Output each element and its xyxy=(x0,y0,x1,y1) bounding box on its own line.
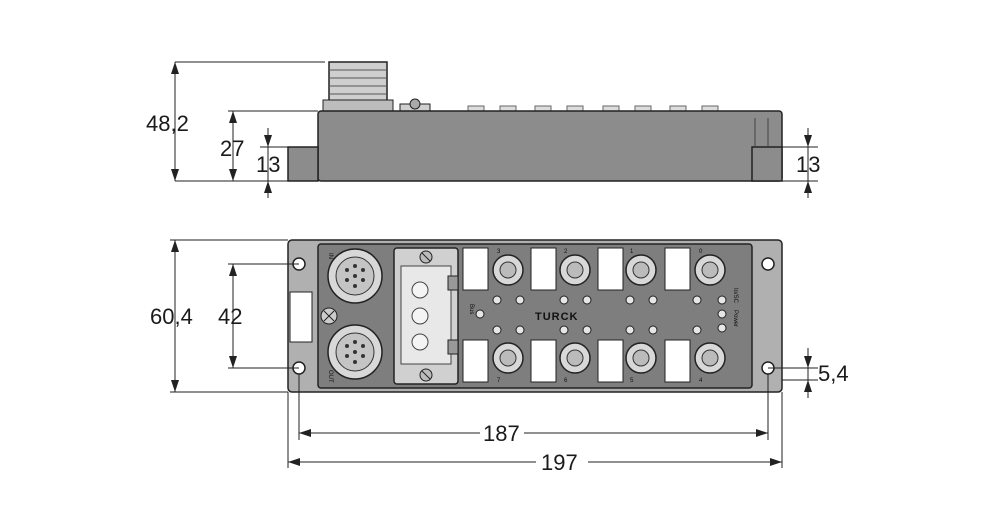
dim-side-base-left: 13 xyxy=(256,152,280,177)
brand-logo: TURCK xyxy=(535,311,579,323)
io-label-slot xyxy=(462,339,489,383)
dim-front-hole-offset: 5,4 xyxy=(818,361,849,386)
side-dimensions xyxy=(171,61,818,198)
io-label-slot xyxy=(664,247,691,291)
port-number-6: 6 xyxy=(564,378,568,384)
front-view: IN OUT Bus 3 2 1 xyxy=(287,239,783,393)
dim-side-base-right: 13 xyxy=(796,152,820,177)
side-body xyxy=(317,110,783,182)
rotary-switch-icon xyxy=(411,333,429,351)
side-flange-left xyxy=(287,146,319,182)
bus-label: Bus xyxy=(468,304,474,314)
port-out-label: OUT xyxy=(327,370,333,383)
side-flange-right xyxy=(751,146,783,182)
side-view xyxy=(287,61,783,182)
dim-side-body-height: 27 xyxy=(220,136,244,161)
port-number-3: 3 xyxy=(497,249,501,255)
port-number-0: 0 xyxy=(699,249,703,255)
io-label-slot xyxy=(597,339,624,383)
io-ports-top: 3 2 1 0 xyxy=(462,247,726,291)
mount-hole-icon xyxy=(761,257,775,271)
port-number-7: 7 xyxy=(497,378,501,384)
label-window xyxy=(289,291,313,343)
io-label-slot xyxy=(530,339,557,383)
power-label: Power xyxy=(732,310,738,327)
io-label-slot xyxy=(462,247,489,291)
io-ports-bottom: 7 6 5 4 xyxy=(462,339,726,384)
rotary-switch-icon xyxy=(411,307,429,325)
status-leds xyxy=(475,295,727,335)
dim-front-total-height: 60,4 xyxy=(150,304,193,329)
port-number-1: 1 xyxy=(630,249,634,255)
io-label-slot xyxy=(530,247,557,291)
port-number-2: 2 xyxy=(564,249,568,255)
io-label-slot xyxy=(597,247,624,291)
port-number-5: 5 xyxy=(630,378,634,384)
io-label-slot xyxy=(664,339,691,383)
dim-front-hole-distance: 187 xyxy=(483,421,520,446)
rotary-switch-icon xyxy=(411,281,429,299)
dim-front-total-length: 197 xyxy=(541,450,578,475)
port-number-4: 4 xyxy=(699,378,703,384)
front-dimensions xyxy=(170,239,818,468)
port-in-label: IN xyxy=(327,253,333,259)
dim-side-total-height: 48,2 xyxy=(146,111,189,136)
dim-front-hole-spacing: 42 xyxy=(218,304,242,329)
io-sc-label: Io/SC xyxy=(732,288,738,304)
